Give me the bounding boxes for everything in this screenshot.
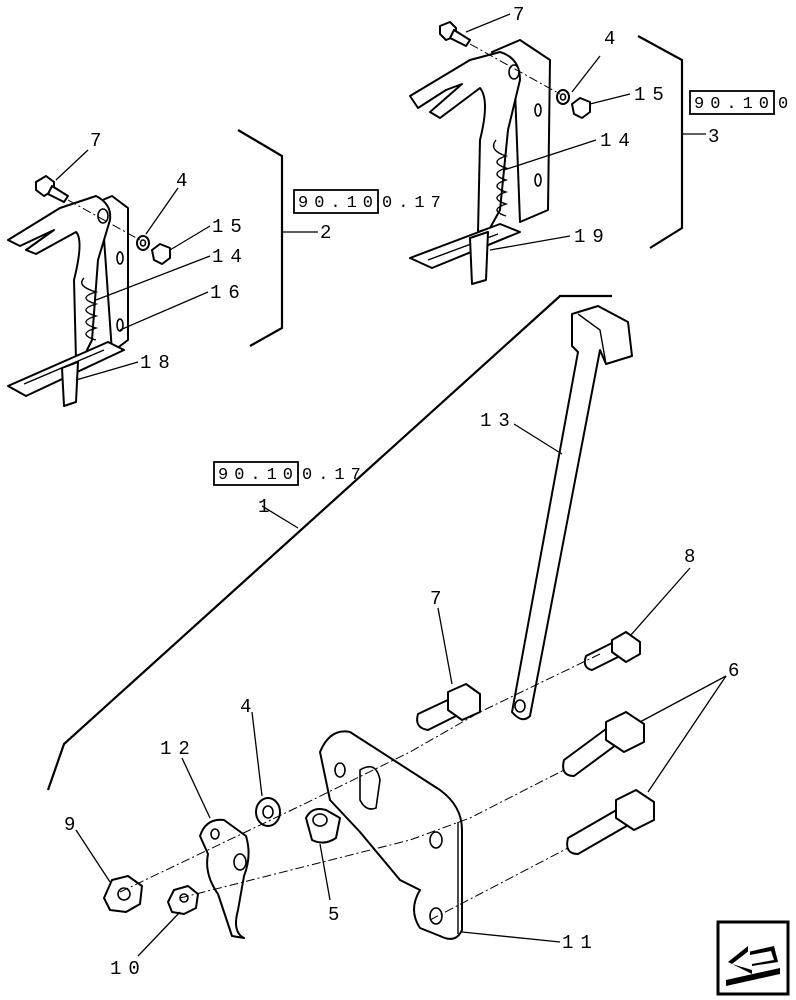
callout-1: 1 (258, 496, 276, 518)
svg-text:0.17: 0.17 (302, 466, 367, 485)
callout-16: 16 (210, 282, 247, 304)
callout-11: 11 (562, 932, 599, 954)
callout-4-top: 4 (604, 28, 622, 50)
callout-3: 3 (708, 126, 726, 148)
callout-6: 6 (728, 660, 746, 682)
callout-10: 10 (110, 958, 147, 980)
callout-9: 9 (64, 814, 82, 836)
callout-7-bottom: 7 (430, 588, 448, 610)
callout-12: 12 (160, 738, 197, 760)
reference-label-main: 90.10 0.17 (213, 461, 367, 486)
previous-page-arrow-icon[interactable] (716, 920, 790, 996)
callout-8: 8 (684, 546, 702, 568)
callout-15-left: 15 (212, 216, 249, 238)
latch-assembly-top (409, 21, 591, 285)
svg-text:90.10: 90.10 (218, 466, 299, 485)
bracket-item-1 (46, 294, 612, 791)
callout-4-left: 4 (176, 170, 194, 192)
callout-14-left: 14 (212, 246, 249, 268)
svg-text:0.17: 0.17 (382, 194, 447, 213)
callout-14-top: 14 (600, 130, 637, 152)
callout-19: 19 (574, 226, 611, 248)
svg-text:0: 0 (778, 95, 794, 114)
reference-label-left: 90.10 0.17 (293, 189, 447, 214)
callout-7-top: 7 (513, 4, 531, 26)
main-assembly (103, 305, 655, 940)
callout-13: 13 (480, 410, 517, 432)
bracket-item-2 (237, 129, 284, 347)
callout-4-bottom: 4 (240, 696, 258, 718)
callout-2: 2 (320, 222, 338, 244)
callout-18: 18 (140, 352, 177, 374)
leader-lines (55, 13, 727, 957)
svg-text:90.10: 90.10 (298, 194, 379, 213)
callout-15-top: 15 (634, 84, 671, 106)
callout-5: 5 (328, 904, 346, 926)
svg-text:90.10: 90.10 (694, 95, 775, 114)
callout-7-left: 7 (90, 130, 108, 152)
bracket-item-3 (637, 35, 684, 249)
latch-assembly-left (7, 175, 171, 407)
reference-label-top: 90.10 0 (689, 90, 794, 115)
